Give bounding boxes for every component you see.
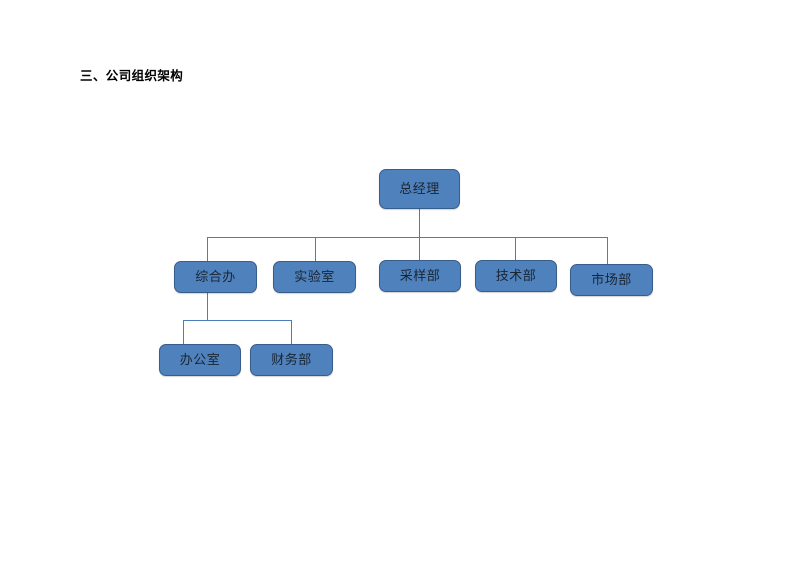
connector-drop-general-affairs-office	[207, 237, 208, 262]
connector-level2-bus	[207, 237, 608, 238]
org-node-label: 实验室	[294, 269, 335, 284]
org-node-label: 总经理	[399, 181, 440, 196]
org-node-label: 综合办	[195, 269, 236, 284]
connector-drop-technology-department	[515, 237, 516, 260]
org-node-laboratory[interactable]: 实验室	[273, 261, 356, 293]
org-node-label: 办公室	[179, 352, 221, 367]
org-node-label: 市场部	[591, 272, 632, 287]
org-node-office[interactable]: 办公室	[159, 344, 241, 376]
org-node-general-manager[interactable]: 总经理	[379, 169, 460, 209]
connector-root-stem	[419, 208, 420, 238]
org-node-technology-department[interactable]: 技术部	[475, 260, 557, 292]
org-node-label: 技术部	[495, 268, 537, 283]
org-node-sampling-department[interactable]: 采样部	[379, 260, 461, 292]
org-node-label: 采样部	[399, 268, 441, 283]
connector-drop-marketing-department	[607, 237, 608, 264]
org-node-marketing-department[interactable]: 市场部	[570, 264, 653, 296]
connector-drop-laboratory	[315, 237, 316, 262]
connector-drop-sampling-department	[419, 237, 420, 260]
connector-drop-office	[183, 320, 184, 345]
connector-level3-bus	[183, 320, 292, 321]
org-node-label: 财务部	[271, 352, 312, 367]
org-node-general-affairs-office[interactable]: 综合办	[174, 261, 257, 293]
org-node-finance-department[interactable]: 财务部	[250, 344, 333, 376]
page-title: 三、公司组织架构	[80, 69, 184, 83]
connector-drop-finance-department	[291, 320, 292, 345]
connector-general-affairs-office-stem	[207, 292, 208, 321]
